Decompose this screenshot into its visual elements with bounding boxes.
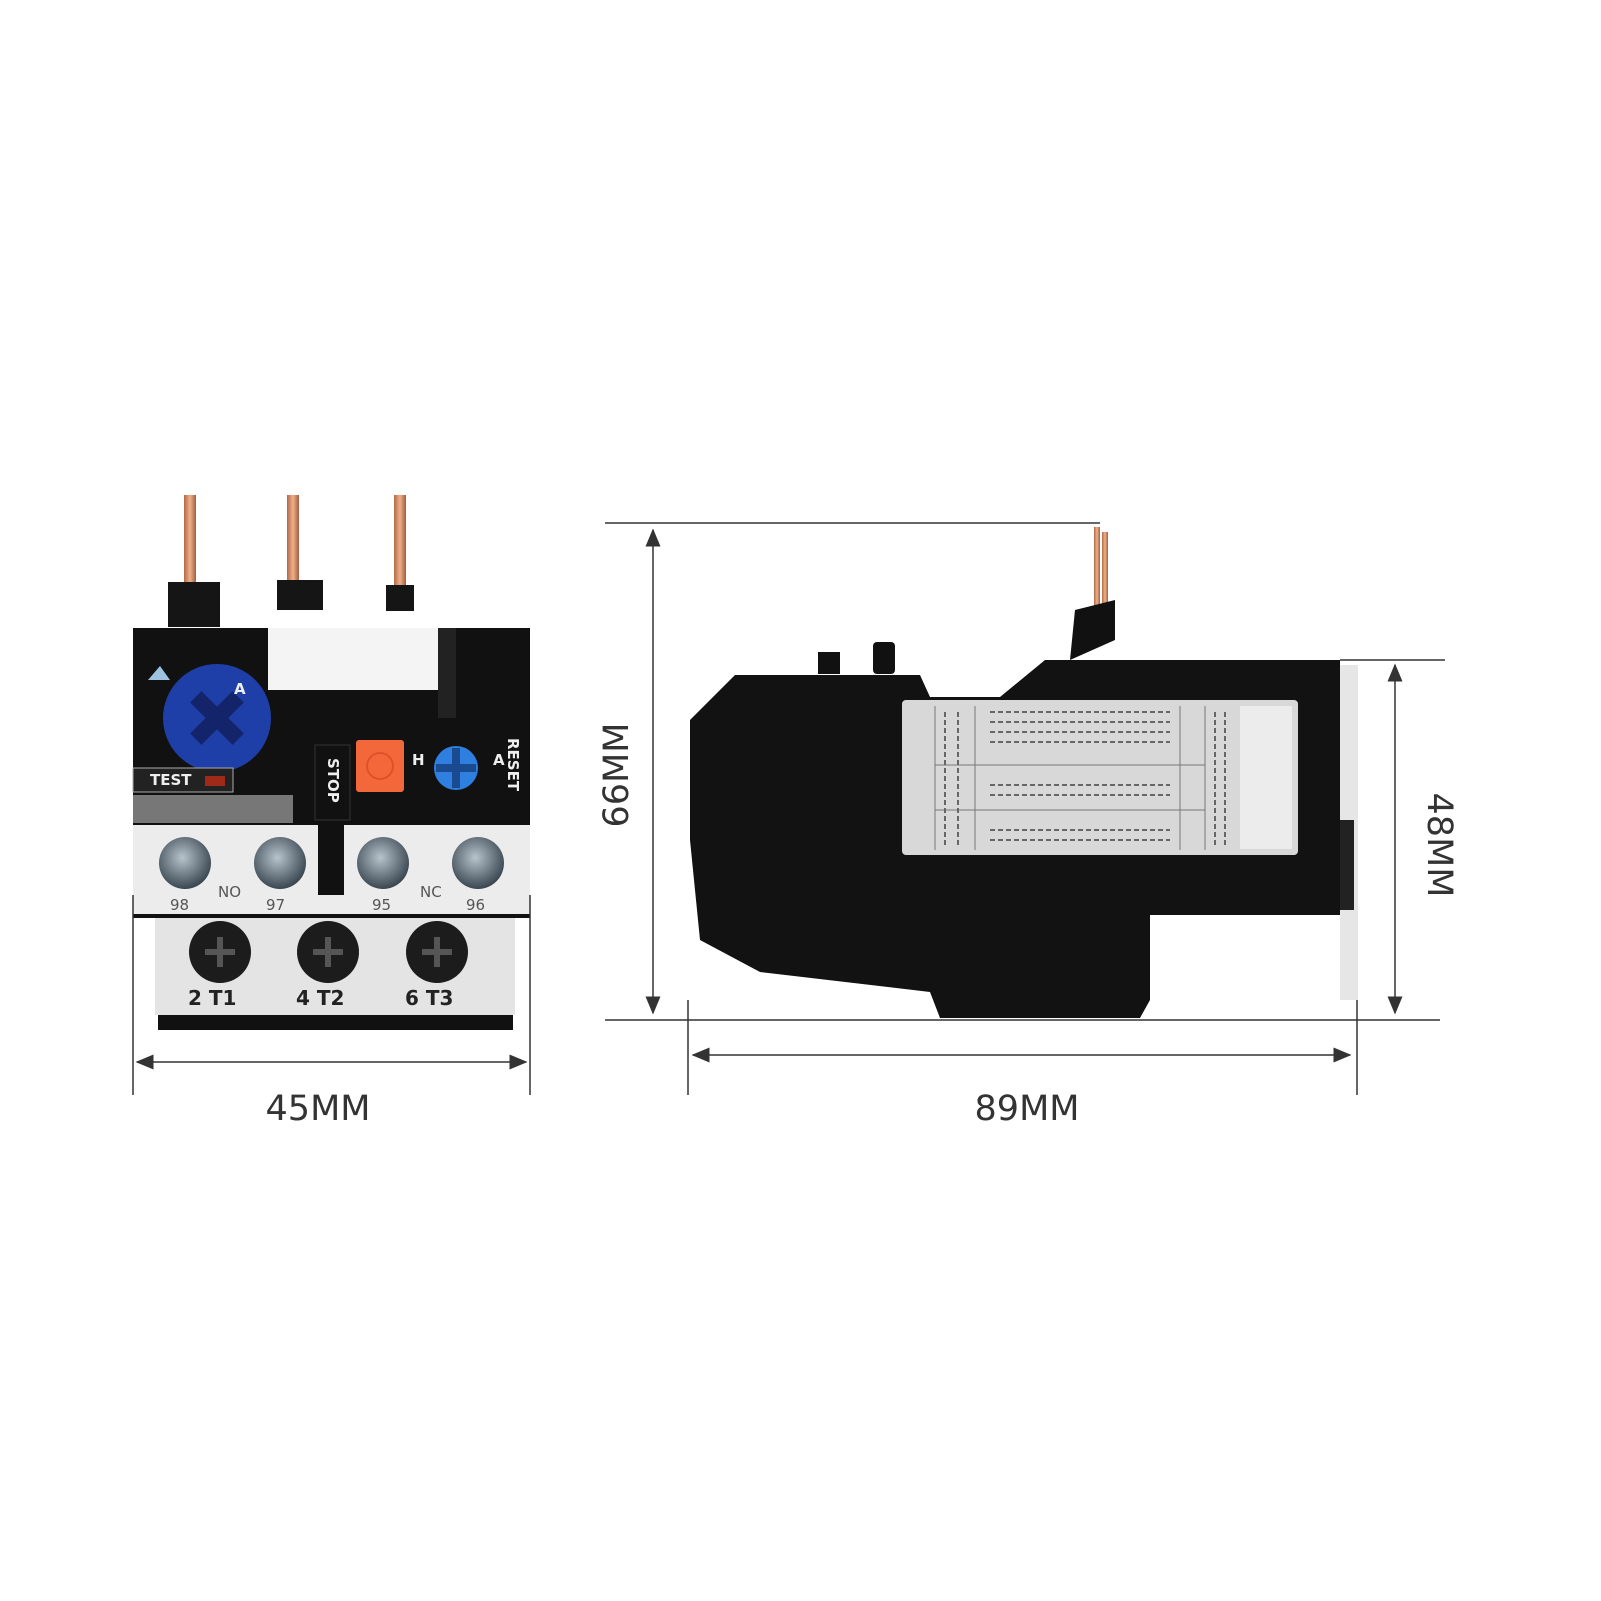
terminal-96: 96 bbox=[466, 896, 485, 914]
current-setting-dial[interactable]: A bbox=[163, 664, 271, 772]
test-button[interactable] bbox=[205, 776, 225, 786]
length-dimension-label: 89MM bbox=[975, 1089, 1080, 1129]
side-view-relay bbox=[690, 527, 1358, 1018]
rating-label-plate bbox=[902, 700, 1298, 855]
copper-pins bbox=[168, 495, 414, 627]
terminal-t1: 2 T1 bbox=[188, 986, 236, 1010]
warning-triangle-icon bbox=[148, 666, 170, 680]
width-dimension-label: 45MM bbox=[266, 1089, 371, 1129]
h-label: H bbox=[412, 751, 425, 769]
terminal-t3: 6 T3 bbox=[405, 986, 453, 1010]
dial-label: A bbox=[234, 680, 246, 698]
nc-label: NC bbox=[420, 883, 442, 901]
aux-terminal-screws bbox=[159, 837, 504, 889]
a-label: A bbox=[493, 751, 505, 769]
terminal-97: 97 bbox=[266, 896, 285, 914]
front-view-relay: A TEST STOP H A RESET NO NC bbox=[132, 495, 530, 1030]
body-height-dimension-label: 48MM bbox=[1419, 793, 1459, 898]
stop-button[interactable] bbox=[356, 740, 404, 792]
reset-label: RESET bbox=[504, 738, 522, 792]
height-dimension-label: 66MM bbox=[597, 723, 637, 828]
main-terminal-screws bbox=[189, 921, 468, 983]
terminal-98: 98 bbox=[170, 896, 189, 914]
dimension-lines bbox=[132, 522, 1445, 1095]
reset-knob[interactable] bbox=[434, 746, 478, 790]
terminal-t2: 4 T2 bbox=[296, 986, 344, 1010]
no-label: NO bbox=[218, 883, 241, 901]
terminal-95: 95 bbox=[372, 896, 391, 914]
test-label: TEST bbox=[150, 771, 192, 789]
stop-label: STOP bbox=[324, 758, 342, 803]
